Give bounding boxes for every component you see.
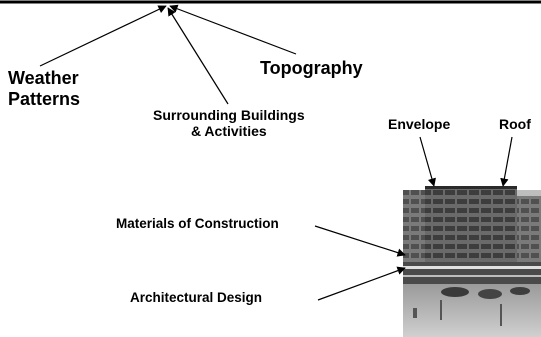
label-surrounding-line2: & Activities	[190, 123, 267, 140]
arrow-envelope	[419, 136, 436, 187]
label-roof: Roof	[499, 116, 531, 132]
label-envelope: Envelope	[388, 116, 451, 132]
arrow-roof	[500, 136, 513, 187]
label-surrounding-buildings: Surrounding Buildings & Activities	[153, 107, 305, 139]
label-materials-of-construction: Materials of Construction	[116, 216, 279, 231]
label-architectural-design: Architectural Design	[130, 290, 263, 305]
label-topography: Topography	[260, 58, 363, 78]
arrow-weather	[39, 5, 167, 67]
label-weather-line2: Patterns	[8, 88, 81, 109]
arrow-architectural	[317, 266, 406, 301]
label-weather-patterns: Weather Patterns	[8, 68, 80, 109]
label-surrounding-line1: Surrounding Buildings	[153, 107, 305, 123]
label-weather-line1: Weather	[8, 68, 79, 88]
arrow-topography	[169, 4, 297, 55]
building-photo	[403, 186, 541, 337]
arrow-materials	[314, 225, 406, 257]
arrow-surrounding	[167, 7, 229, 105]
